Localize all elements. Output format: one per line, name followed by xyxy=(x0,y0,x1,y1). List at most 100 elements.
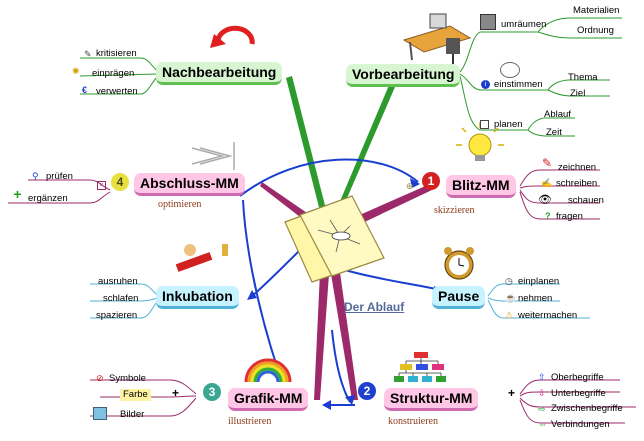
node-blitz-mm[interactable]: Blitz-MM xyxy=(446,175,516,198)
link-icon: ⇔ xyxy=(538,419,547,429)
arrowhead-blitz xyxy=(410,178,420,188)
node-abschluss-mm[interactable]: Abschluss-MM xyxy=(134,173,245,196)
pause-subbranches xyxy=(487,283,590,319)
center-notes-image xyxy=(284,195,385,283)
leaf-schauen[interactable]: schauen xyxy=(568,195,604,206)
arrow-abschluss-to-blitz xyxy=(239,158,419,197)
arrow-right-icon: ⇨ xyxy=(538,404,546,414)
leaf-ausruhen[interactable]: ausruhen xyxy=(98,276,138,287)
arrow-to-inkubation xyxy=(249,249,301,299)
vorbearbeitung-subbranches xyxy=(459,17,622,137)
expand-icon[interactable]: ⊕ xyxy=(406,181,414,191)
subtitle-skizzieren: skizzieren xyxy=(434,205,475,216)
leaf-schreiben[interactable]: schreiben xyxy=(556,178,598,189)
number-badge-4: 4 xyxy=(111,173,129,191)
node-struktur-mm[interactable]: Struktur-MM xyxy=(384,388,479,411)
arrowhead-grafik xyxy=(322,400,331,410)
brain-spark-icon: ✺ xyxy=(72,66,80,76)
leaf-zwischenbegriffe[interactable]: Zwischenbegriffe xyxy=(551,403,623,414)
leaf-einstimmen[interactable]: einstimmen xyxy=(494,79,543,90)
checkbox-icon xyxy=(480,120,489,129)
lightbulb-image xyxy=(456,122,504,161)
sleeping-person-image xyxy=(175,244,228,272)
struktur-subbranches xyxy=(519,379,636,424)
center-topic-label[interactable]: Der Ablauf xyxy=(344,300,405,314)
expand-plus-icon-2[interactable]: + xyxy=(508,386,516,400)
subtitle-konstruieren: konstruieren xyxy=(388,416,438,427)
node-pause[interactable]: Pause xyxy=(432,286,486,309)
arrowhead-struktur xyxy=(345,395,355,405)
leaf-materialien[interactable]: Materialien xyxy=(573,5,620,16)
arrow-up-icon: ⇧ xyxy=(538,372,546,382)
warning-icon: ⚠ xyxy=(505,310,514,320)
nachbearbeitung-subbranches xyxy=(79,57,159,95)
org-chart-image xyxy=(394,352,446,382)
refresh-arrow-image xyxy=(210,25,255,48)
branch-vorbearbeitung xyxy=(330,78,398,225)
leaf-bilder[interactable]: Bilder xyxy=(120,409,145,420)
alarm-clock-image xyxy=(444,247,474,280)
leaf-thema[interactable]: Thema xyxy=(568,72,598,83)
leaf-weitermachen[interactable]: weitermachen xyxy=(518,310,578,321)
sofa-icon xyxy=(480,14,496,30)
number-badge-1: 1 xyxy=(422,172,440,190)
node-vorbearbeitung[interactable]: Vorbearbeitung xyxy=(346,64,461,87)
leaf-verbindungen[interactable]: Verbindungen xyxy=(551,419,610,430)
euro-icon: € xyxy=(82,85,88,95)
info-icon: i xyxy=(481,80,490,89)
leaf-ziel[interactable]: Ziel xyxy=(570,88,586,99)
subtitle-optimieren: optimieren xyxy=(158,199,202,210)
node-nachbearbeitung[interactable]: Nachbearbeitung xyxy=(156,62,283,85)
leaf-verwerten[interactable]: verwerten xyxy=(96,86,138,97)
leaf-symbole[interactable]: Symbole xyxy=(109,373,146,384)
grafik-subbranches xyxy=(90,379,197,417)
rainbow-image xyxy=(244,358,292,383)
arrow-down-icon: ⇩ xyxy=(538,388,546,398)
branch-nachbearbeitung xyxy=(286,76,330,225)
forbidden-icon: ⊘ xyxy=(96,373,104,383)
node-grafik-mm[interactable]: Grafik-MM xyxy=(228,388,309,411)
leaf-schlafen[interactable]: schlafen xyxy=(103,293,139,304)
leaf-zeit[interactable]: Zeit xyxy=(546,127,562,138)
leaf-zeichnen[interactable]: zeichnen xyxy=(558,162,597,173)
inkubation-subbranches xyxy=(90,283,159,319)
blitz-subbranches xyxy=(519,169,600,220)
number-badge-2: 2 xyxy=(358,382,376,400)
arrow-blitz-to-pause xyxy=(344,269,441,291)
leaf-nehmen[interactable]: nehmen xyxy=(518,293,553,304)
leaf-einplanen[interactable]: einplanen xyxy=(518,276,560,287)
leaf-umraeumen[interactable]: umräumen xyxy=(501,19,547,30)
leaf-einpraegen[interactable]: einprägen xyxy=(92,68,135,79)
magnifier-icon: ⚲ xyxy=(32,171,39,181)
arrow-grafik-to-abschluss xyxy=(242,199,279,371)
clock-icon: ◷ xyxy=(505,276,513,286)
leaf-ergaenzen[interactable]: ergänzen xyxy=(28,193,68,204)
cup-icon: ☕ xyxy=(505,293,517,303)
abschluss-subbranches xyxy=(8,179,111,204)
pen-icon: ✎ xyxy=(84,49,92,59)
leaf-fragen[interactable]: fragen xyxy=(556,211,583,222)
leaf-unterbegriffe[interactable]: Unterbegriffe xyxy=(551,388,606,399)
picture-icon xyxy=(93,407,107,420)
thought-bubble-icon xyxy=(500,62,520,78)
leaf-pruefen[interactable]: prüfen xyxy=(46,171,73,182)
leaf-oberbegriffe[interactable]: Oberbegriffe xyxy=(551,372,604,383)
edit-icon: ✍ xyxy=(541,178,553,188)
arrow-to-bar-image xyxy=(191,142,235,170)
leaf-ablauf[interactable]: Ablauf xyxy=(544,109,571,120)
eye-icon: 👁 xyxy=(538,194,552,206)
leaf-farbe[interactable]: Farbe xyxy=(120,389,151,401)
number-badge-3: 3 xyxy=(203,383,221,401)
expand-plus-icon[interactable]: + xyxy=(172,386,180,400)
plus-icon: + xyxy=(13,186,22,202)
question-icon: ? xyxy=(545,211,551,221)
leaf-planen[interactable]: planen xyxy=(494,119,523,130)
node-inkubation[interactable]: Inkubation xyxy=(156,286,239,309)
leaf-spazieren[interactable]: spazieren xyxy=(96,310,138,321)
leaf-ordnung[interactable]: Ordnung xyxy=(577,25,614,36)
leaf-kritisieren[interactable]: kritisieren xyxy=(96,48,137,59)
collapse-icon[interactable]: × xyxy=(97,181,106,190)
pencil-icon: ✎ xyxy=(542,156,553,170)
desk-image xyxy=(402,13,472,64)
